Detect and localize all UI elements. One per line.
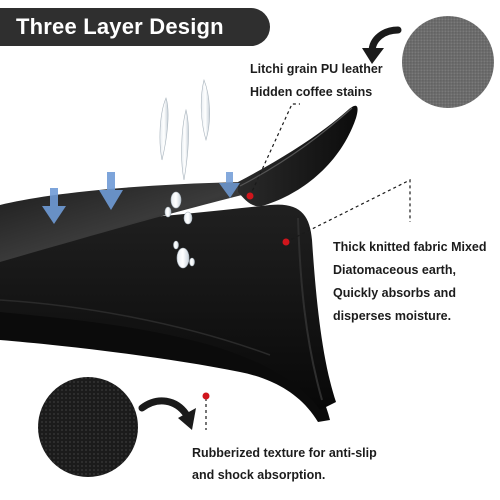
- marker-dot: [246, 192, 254, 200]
- water-drops-icon: [159, 79, 210, 269]
- rubber-texture-swatch: [38, 377, 138, 477]
- title-banner: Three Layer Design: [0, 8, 270, 46]
- caption-line: Thick knitted fabric Mixed: [333, 240, 487, 254]
- caption-line: and shock absorption.: [192, 468, 326, 482]
- leather-texture-swatch: [402, 16, 494, 108]
- marker-dot: [282, 238, 290, 246]
- caption-line: Hidden coffee stains: [250, 85, 373, 99]
- middle-layer: [0, 204, 336, 410]
- caption-line: Quickly absorbs and: [333, 286, 456, 300]
- page-title: Three Layer Design: [16, 14, 224, 39]
- arrow-down-icon: [42, 188, 66, 224]
- caption-line: Diatomaceous earth,: [333, 263, 456, 277]
- bottom-layer-caption: Rubberized texture for anti-slip and sho…: [192, 442, 377, 486]
- arrow-down-icon: [219, 172, 240, 198]
- middle-layer-caption: Thick knitted fabric Mixed Diatomaceous …: [333, 236, 487, 328]
- caption-line: disperses moisture.: [333, 309, 452, 323]
- marker-dot: [202, 392, 210, 400]
- fold-line: [0, 299, 271, 356]
- leader-line: [205, 103, 411, 430]
- curved-arrow-icon: [138, 397, 196, 430]
- bottom-layer: [0, 300, 330, 422]
- top-layer-curl: [238, 105, 358, 207]
- arrow-down-icon: [99, 172, 123, 210]
- fold-line: [297, 217, 323, 401]
- top-layer-caption: Litchi grain PU leather Hidden coffee st…: [250, 58, 383, 104]
- curved-arrow-icon: [362, 26, 402, 64]
- top-layer: [0, 182, 262, 262]
- caption-line: Litchi grain PU leather: [250, 62, 383, 76]
- caption-line: Rubberized texture for anti-slip: [192, 446, 377, 460]
